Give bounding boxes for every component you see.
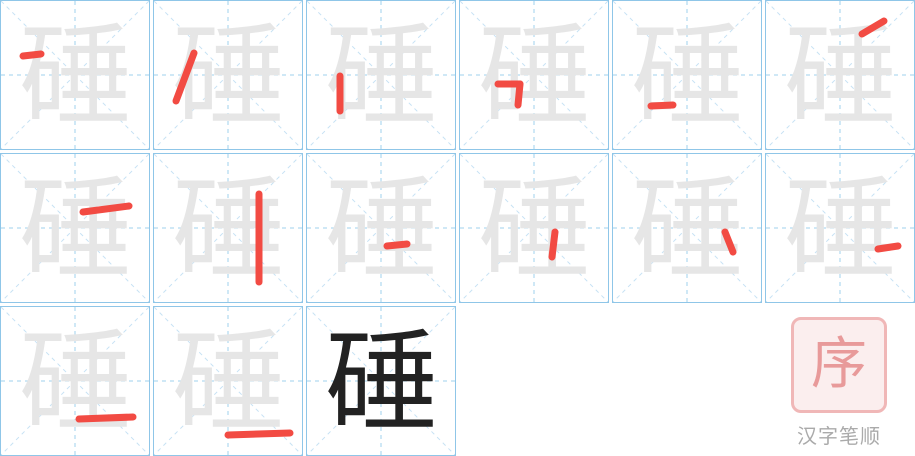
- step-canvas: 硾: [1, 307, 149, 455]
- ghost-character: 硾: [19, 12, 131, 142]
- stroke-step-cell: 硾: [459, 153, 609, 303]
- step-canvas: 硾: [766, 154, 914, 302]
- step-canvas: 硾: [154, 307, 302, 455]
- stroke-step-cell: 硾: [0, 0, 150, 150]
- stroke-step-cell: 硾: [0, 153, 150, 303]
- final-character: 硾: [325, 318, 437, 448]
- guide-line: [1, 307, 149, 455]
- ghost-character: 硾: [784, 12, 896, 142]
- ghost-character: 硾: [19, 318, 131, 448]
- stroke-step-cell: 硾: [153, 306, 303, 456]
- guide-line: [307, 307, 455, 455]
- stroke-step-cell: 硾: [459, 0, 609, 150]
- current-stroke-mark: [874, 242, 902, 253]
- guide-line: [307, 154, 455, 302]
- ghost-character: 硾: [784, 165, 896, 295]
- stroke-step-cell: 硾: [153, 0, 303, 150]
- step-canvas: 硾: [307, 1, 455, 149]
- step-canvas: 硾: [307, 154, 455, 302]
- step-canvas: 硾: [307, 307, 455, 455]
- stroke-step-cell: 硾: [612, 153, 762, 303]
- stroke-step-cell: 硾: [612, 0, 762, 150]
- current-stroke-mark: [79, 202, 133, 216]
- step-canvas: 硾: [766, 1, 914, 149]
- current-stroke-mark: [548, 228, 559, 261]
- ghost-character: 硾: [478, 12, 590, 142]
- step-canvas: 硾: [613, 154, 761, 302]
- ghost-character: 硾: [172, 12, 284, 142]
- stroke-step-cell: 硾: [306, 306, 456, 456]
- stroke-step-cell: 硾: [0, 306, 150, 456]
- step-canvas: 硾: [1, 1, 149, 149]
- guide-line: [460, 154, 608, 302]
- guide-line: [613, 154, 761, 302]
- current-stroke-mark: [647, 101, 677, 110]
- current-stroke-mark: [721, 228, 737, 256]
- stroke-step-cell: 硾: [765, 0, 915, 150]
- logo-stamp-glyph: 序: [811, 332, 867, 397]
- ghost-character: 硾: [325, 12, 437, 142]
- ghost-character: 硾: [325, 165, 437, 295]
- step-canvas: 硾: [154, 1, 302, 149]
- guide-line: [1, 1, 149, 149]
- stroke-step-cell: 硾: [765, 153, 915, 303]
- ghost-character: 硾: [19, 165, 131, 295]
- current-stroke-mark: [224, 429, 294, 439]
- site-logo: 序 汉字笔顺: [768, 308, 910, 450]
- guide-line: [766, 1, 914, 149]
- current-stroke-mark: [172, 49, 198, 105]
- step-canvas: 硾: [1, 154, 149, 302]
- current-stroke-mark: [858, 17, 888, 38]
- guide-line: [154, 307, 302, 455]
- step-canvas: 硾: [613, 1, 761, 149]
- step-canvas: 硾: [154, 154, 302, 302]
- ghost-character: 硾: [172, 165, 284, 295]
- guide-line: [613, 1, 761, 149]
- guide-line: [766, 154, 914, 302]
- guide-line: [154, 154, 302, 302]
- logo-stamp: 序: [791, 317, 887, 413]
- current-stroke-mark: [75, 413, 137, 423]
- ghost-character: 硾: [478, 165, 590, 295]
- guide-line: [1, 154, 149, 302]
- guide-line: [460, 1, 608, 149]
- ghost-character: 硾: [631, 12, 743, 142]
- stroke-step-cell: 硾: [306, 153, 456, 303]
- guide-line: [307, 1, 455, 149]
- stroke-step-cell: 硾: [153, 153, 303, 303]
- current-stroke-mark: [383, 240, 411, 250]
- current-stroke-mark: [19, 50, 45, 60]
- guide-line: [154, 1, 302, 149]
- logo-text: 汉字笔顺: [797, 424, 881, 448]
- stroke-step-cell: 硾: [306, 0, 456, 150]
- step-canvas: 硾: [460, 1, 608, 149]
- step-canvas: 硾: [460, 154, 608, 302]
- current-stroke-mark: [514, 80, 524, 109]
- ghost-character: 硾: [172, 318, 284, 448]
